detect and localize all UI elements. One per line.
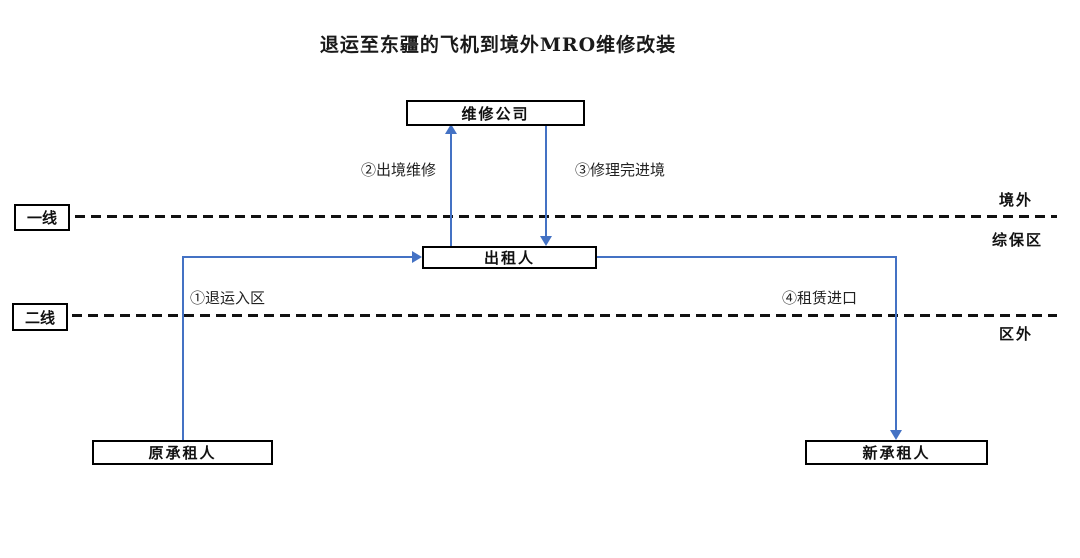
- marker-first-line: 一线: [14, 204, 70, 231]
- node-lessor: 出租人: [422, 246, 597, 269]
- step3-arrowhead-down-icon: [540, 236, 552, 246]
- step4-horizontal-line: [597, 256, 897, 258]
- flow-label-step3: ③修理完进境: [575, 162, 666, 179]
- node-original-lessee: 原承租人: [92, 440, 273, 465]
- second-line-boundary-dash: [72, 314, 1057, 317]
- step1-horizontal-line: [182, 256, 412, 258]
- flow-label-step4: ④租赁进口: [782, 290, 858, 307]
- flow-label-step1: ①退运入区: [190, 290, 266, 307]
- step3-arrow-line: [545, 126, 547, 237]
- diagram-title: 退运至东疆的飞机到境外MRO维修改装: [319, 34, 677, 56]
- step2-arrow-line: [450, 133, 452, 246]
- step1-vertical-line: [182, 256, 184, 440]
- node-maintenance-company: 维修公司: [406, 100, 585, 126]
- marker-second-line: 二线: [12, 303, 68, 331]
- first-line-boundary-dash: [75, 215, 1057, 218]
- step4-vertical-line: [895, 256, 897, 431]
- zone-label-bonded-zone: 综保区: [992, 232, 1044, 249]
- flow-label-step2: ②出境维修: [361, 162, 437, 179]
- step1-arrowhead-right-icon: [412, 251, 422, 263]
- zone-label-outside-border: 境外: [999, 192, 1034, 209]
- step4-arrowhead-down-icon: [890, 430, 902, 440]
- step2-arrowhead-up-icon: [445, 124, 457, 134]
- zone-label-outside-zone: 区外: [999, 326, 1034, 343]
- node-new-lessee: 新承租人: [805, 440, 988, 465]
